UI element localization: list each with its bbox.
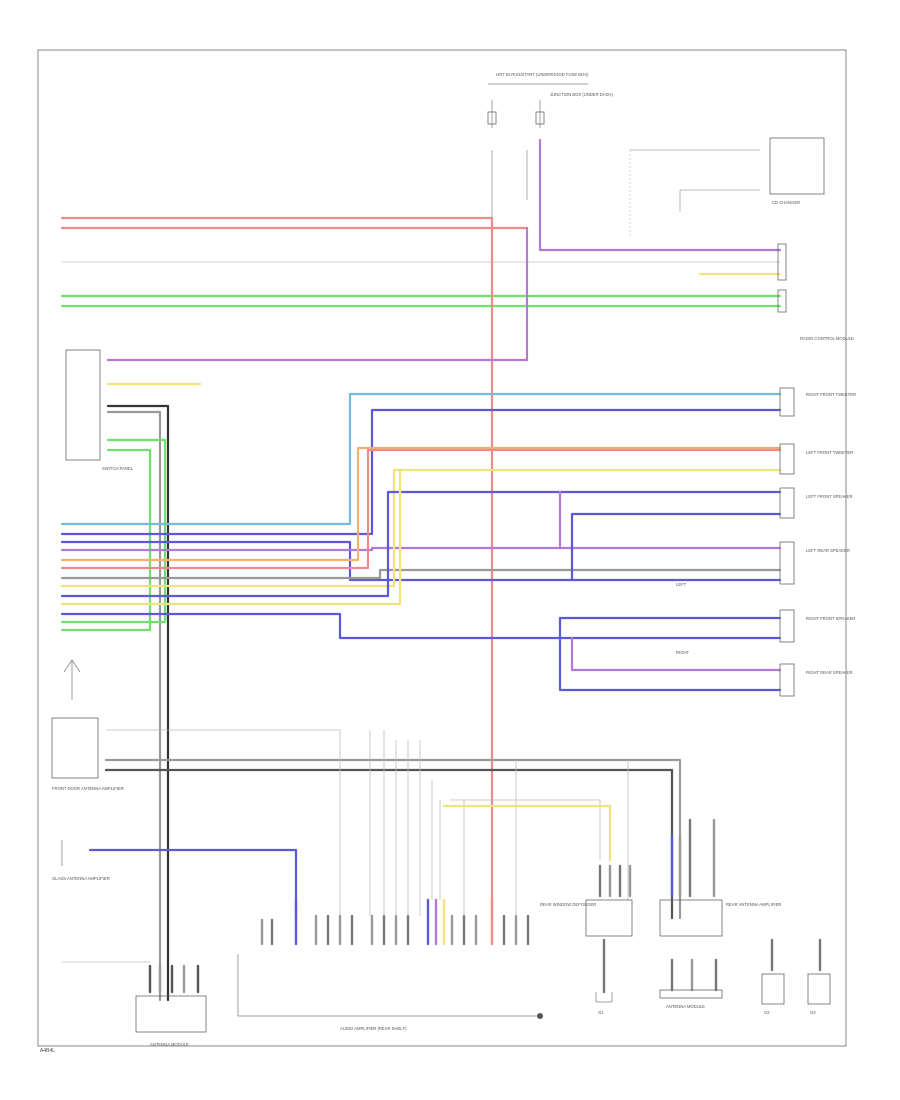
svg-text:GLASS ANTENNA AMPLIFIER: GLASS ANTENNA AMPLIFIER — [52, 876, 110, 881]
rear-antenna-module-box — [659, 989, 723, 999]
antenna-thin-1 — [106, 729, 341, 918]
cd-changer-wire — [630, 149, 760, 212]
bundle-red — [60, 448, 782, 570]
diagram-frame — [37, 49, 847, 1047]
cd-changer-box — [769, 137, 825, 195]
ground-g3: G3 — [807, 938, 831, 1015]
feed-violet-right — [570, 636, 782, 672]
switch-panel-label: SWITCH PANEL — [102, 466, 134, 471]
amplifier-connector-pins — [260, 898, 530, 946]
bundle-yellow-1 — [60, 468, 782, 588]
radio-control-label: RADIO CONTROL MODULE — [800, 336, 854, 341]
glass-antenna: GLASS ANTENNA AMPLIFIER — [52, 840, 110, 881]
rear-defogger-box — [585, 899, 633, 937]
left-front-tweeter: LEFT FRONT TWEETER — [779, 443, 853, 475]
fuse-box-label: HOT IN RUN/START (UNDERHOOD FUSE BOX) — [496, 72, 589, 77]
antenna-module-box — [135, 995, 207, 1033]
switch-wire-gray — [106, 410, 162, 1002]
bundle-light-blue — [60, 392, 782, 526]
bundle-orange — [60, 446, 782, 562]
rear-antenna-amp-box — [659, 899, 723, 937]
fuse-box-sub-label: JUNCTION BOX (UNDER DASH) — [550, 92, 613, 97]
svg-text:G1: G1 — [598, 1010, 604, 1015]
glass-antenna-wire — [88, 848, 298, 920]
amplifier-bracket — [237, 954, 540, 1017]
front-door-antenna-label: FRONT DOOR ANTENNA AMPLIFIER — [52, 786, 124, 791]
rear-antenna-amp-label: REAR ANTENNA AMPLIFIER — [726, 902, 781, 907]
antenna-module-label: ANTENNA MODULE — [150, 1042, 189, 1047]
svg-text:G2: G2 — [764, 1010, 770, 1015]
bundle-gray — [60, 568, 782, 580]
wire-violet-1 — [538, 138, 782, 252]
rear-antenna-pins — [670, 818, 718, 992]
svg-text:LEFT FRONT SPEAKER: LEFT FRONT SPEAKER — [806, 494, 853, 499]
antenna-module-bottom-label: ANTENNA MODULE — [666, 1004, 705, 1009]
wire-violet-vertical — [106, 226, 529, 362]
antenna-wire-gray — [104, 758, 682, 920]
antenna-wire-black — [104, 768, 674, 920]
svg-text:G3: G3 — [810, 1010, 816, 1015]
switch-wire-black — [106, 404, 170, 1002]
amplifier-yellow-wire — [442, 804, 612, 862]
page-number: A4B4L — [40, 1048, 55, 1054]
ground-g1: G1 — [595, 938, 613, 1015]
right-connector-top — [777, 243, 787, 313]
switch-panel-box — [65, 349, 101, 461]
bundle-blue-3 — [60, 490, 782, 598]
svg-text:RIGHT FRONT SPEAKER: RIGHT FRONT SPEAKER — [806, 616, 855, 621]
fuse-2-box — [535, 111, 545, 125]
right-front-speaker: RIGHT FRONT SPEAKER — [779, 609, 855, 643]
switch-wire-green-b — [106, 448, 152, 632]
amplifier-ground-dot — [537, 1013, 543, 1019]
feed-blue-left — [570, 512, 782, 582]
left-rear-speaker: LEFT REAR SPEAKER — [779, 541, 850, 585]
svg-text:RIGHT FRONT TWEETER: RIGHT FRONT TWEETER — [806, 392, 856, 397]
rear-defogger-label: REAR WINDOW DEFOGGER — [540, 902, 596, 907]
fuse-1-box — [487, 111, 497, 125]
feed-blue-right — [558, 616, 782, 692]
right-front-tweeter: RIGHT FRONT TWEETER — [779, 387, 856, 417]
right-rear-speaker: RIGHT REAR SPEAKER — [779, 663, 853, 697]
splice-right-label: RIGHT — [676, 650, 689, 655]
svg-text:LEFT FRONT TWEETER: LEFT FRONT TWEETER — [806, 450, 853, 455]
bundle-blue-1 — [60, 408, 782, 536]
antenna-symbol — [63, 659, 81, 700]
ground-g2: G2 — [761, 938, 785, 1015]
amplifier-thin-wires — [369, 730, 629, 916]
audio-amplifier-label: AUDIO AMPLIFIER (REAR SHELF) — [340, 1026, 407, 1031]
cd-changer-label: CD CHANGER — [772, 200, 800, 205]
splice-left-label: LEFT — [676, 582, 687, 587]
bundle-violet — [60, 546, 782, 552]
bundle-yellow-2 — [60, 468, 402, 606]
svg-text:LEFT REAR SPEAKER: LEFT REAR SPEAKER — [806, 548, 850, 553]
defogger-pins — [598, 864, 632, 898]
left-front-speaker: LEFT FRONT SPEAKER — [779, 487, 853, 519]
front-door-antenna-box — [51, 717, 99, 779]
svg-text:RIGHT REAR SPEAKER: RIGHT REAR SPEAKER — [806, 670, 853, 675]
antenna-module-pins — [148, 964, 200, 994]
